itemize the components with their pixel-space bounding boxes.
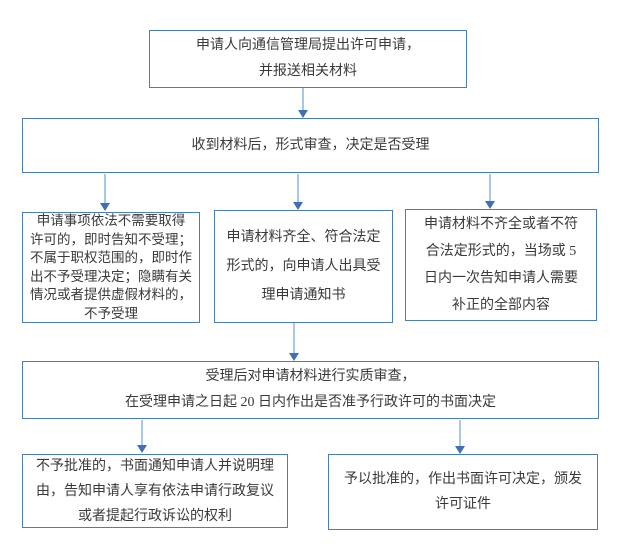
node-formal-review: 收到材料后，形式审查，决定是否受理 xyxy=(22,118,599,173)
arrow-stem xyxy=(104,174,106,203)
node-apply-text: 申请人向通信管理局提出许可申请， 并报送相关材料 xyxy=(196,38,420,79)
node-denied: 不予批准的，书面通知申请人并说明理 由，告知申请人享有依法申请行政复议 或者提起… xyxy=(22,454,288,528)
node-substantive-review-text: 受理后对申请材料进行实质审查， 在受理申请之日起 20 日内作出是否准予行政许可… xyxy=(125,369,496,410)
node-formal-review-text: 收到材料后，形式审查，决定是否受理 xyxy=(191,137,430,153)
arrow-stem xyxy=(489,174,491,201)
arrow-head xyxy=(298,110,308,118)
arrow-apply-to-review-icon xyxy=(298,88,308,118)
node-denied-text: 不予批准的，书面通知申请人并说明理 由，告知申请人享有依法申请行政复议 或者提起… xyxy=(36,458,274,524)
arrow-head xyxy=(137,445,147,453)
arrow-stem xyxy=(302,88,304,110)
arrow-substantive-to-denied-icon xyxy=(137,420,147,453)
arrow-substantive-to-approved-icon xyxy=(455,420,465,454)
node-not-accepted: 申请事项依法不需要取得 许可的，即时告知不受理； 不属于职权范围的，即时作 出不… xyxy=(22,212,200,323)
arrow-review-to-accepted-icon xyxy=(293,174,303,210)
node-approved: 予以批准的，作出书面许可决定，颁发 许可证件 xyxy=(328,454,598,530)
arrow-head xyxy=(485,201,495,209)
arrow-accepted-to-substantive-icon xyxy=(289,323,299,361)
node-accepted-text: 申请材料齐全、符合法定 形式的，向申请人出具受 理申请通知书 xyxy=(226,230,381,303)
arrow-head xyxy=(293,202,303,210)
node-accepted: 申请材料齐全、符合法定 形式的，向申请人出具受 理申请通知书 xyxy=(214,210,393,323)
arrow-head xyxy=(289,353,299,361)
arrow-review-to-supplement-icon xyxy=(485,174,495,209)
arrow-stem xyxy=(293,323,295,353)
node-not-accepted-text: 申请事项依法不需要取得 许可的，即时告知不受理； 不属于职权范围的，即时作 出不… xyxy=(30,213,192,321)
node-supplement-text: 申请材料不齐全或者不符 合法定形式的，当场或 5 日内一次告知申请人需要 补正的… xyxy=(424,217,578,313)
arrow-stem xyxy=(297,174,299,202)
node-substantive-review: 受理后对申请材料进行实质审查， 在受理申请之日起 20 日内作出是否准予行政许可… xyxy=(22,361,599,419)
arrow-head xyxy=(100,203,110,211)
node-supplement: 申请材料不齐全或者不符 合法定形式的，当场或 5 日内一次告知申请人需要 补正的… xyxy=(405,209,597,321)
arrow-stem xyxy=(459,420,461,446)
arrow-review-to-not-accepted-icon xyxy=(100,174,110,211)
node-approved-text: 予以批准的，作出书面许可决定，颁发 许可证件 xyxy=(344,472,582,512)
node-apply: 申请人向通信管理局提出许可申请， 并报送相关材料 xyxy=(149,30,467,88)
arrow-stem xyxy=(141,420,143,445)
arrow-head xyxy=(455,446,465,454)
